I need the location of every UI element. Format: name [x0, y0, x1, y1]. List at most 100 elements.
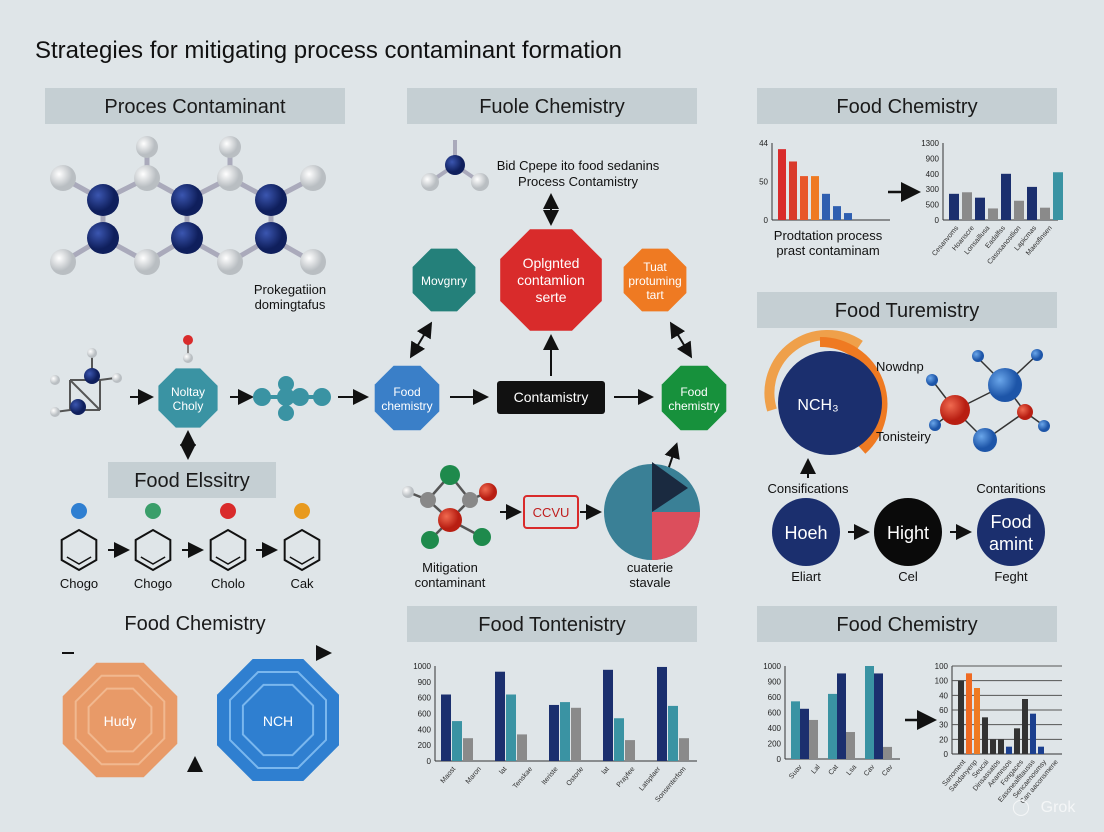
bar — [778, 149, 786, 220]
pie-caption-2: stavale — [629, 575, 670, 590]
orange-octagon-graphic: Hudy — [62, 662, 178, 778]
category-label: Iteriste — [541, 766, 560, 787]
bar — [441, 694, 451, 761]
bar — [874, 673, 883, 759]
blue-octagon-graphic: NCH — [217, 659, 339, 781]
bar — [975, 197, 985, 220]
node-label: chemistry — [668, 399, 719, 413]
movgnry-node: Movgnry — [412, 248, 476, 312]
category-label: Cat — [828, 764, 840, 777]
nch-circle: NCH₃ — [764, 330, 888, 455]
tick-label: 600 — [768, 709, 782, 718]
node-label: Movgnry — [421, 274, 467, 288]
right-molecule-icon — [926, 349, 1050, 452]
section-header-2: Fuole Chemistry — [407, 88, 697, 124]
bar — [811, 176, 819, 220]
tick-label: 900 — [768, 678, 782, 687]
node-label: protuming — [628, 274, 681, 288]
node-label: Food — [393, 385, 420, 399]
category-label: Lsa — [845, 764, 858, 777]
teal-molecule-icon — [253, 376, 331, 421]
svg-text:Food Elssitry: Food Elssitry — [134, 470, 250, 492]
tick-label: 60 — [939, 706, 948, 715]
bar — [560, 702, 570, 761]
bar — [974, 688, 980, 754]
circle-label: Food — [990, 512, 1031, 532]
benzene-ring: Cholo — [209, 503, 247, 591]
bar — [1040, 207, 1050, 220]
tick-label: 1300 — [921, 139, 939, 148]
tonisteiry-label: Tonisteiry — [876, 429, 931, 444]
benzene-ring: Chogo — [134, 503, 172, 591]
ring-label: Chogo — [134, 576, 172, 591]
grok-watermark: Grok — [1041, 799, 1077, 816]
bar — [463, 738, 473, 761]
ccvu-box: CCVU — [523, 495, 579, 529]
bar — [668, 705, 678, 761]
tick-label: 900 — [926, 154, 940, 163]
bar — [657, 666, 667, 761]
bar — [962, 192, 972, 220]
bar-chart-c5: 020306040100100SanomentSandanyenpSeucaiD… — [935, 662, 1062, 805]
tick-label: 44 — [759, 139, 768, 148]
category-label: Ostorle — [565, 766, 585, 788]
tick-label: 100 — [935, 662, 949, 671]
bar — [833, 206, 841, 220]
node-label: Noltay — [171, 385, 205, 399]
nowdnp-label: Nowdnp — [876, 359, 924, 374]
svg-text:Proces Contaminant: Proces Contaminant — [104, 96, 286, 118]
mitigation-caption-1: Mitigation — [422, 560, 478, 575]
red-atom-icon — [183, 335, 193, 363]
pie-caption-1: cuaterie — [627, 560, 673, 575]
tick-label: 100 — [935, 677, 949, 686]
svg-text:CCVU: CCVU — [533, 505, 570, 520]
category-label: Latsplaer — [638, 765, 662, 792]
circle-label: Hoeh — [784, 523, 827, 543]
tick-label: 0 — [777, 755, 782, 764]
bar — [1014, 728, 1020, 754]
tick-label: 200 — [768, 740, 782, 749]
category-label: Maost — [440, 766, 458, 785]
bar — [800, 708, 809, 759]
bar — [990, 739, 996, 754]
page-title: Strategies for mitigating process contam… — [35, 37, 622, 64]
center-caption-2: Process Contamistry — [518, 174, 638, 189]
molecule-illustration — [50, 136, 326, 275]
section-header-5: Food Tontenistry — [407, 606, 697, 642]
svg-text:Food Chemistry: Food Chemistry — [836, 96, 977, 118]
bar — [988, 208, 998, 220]
bar — [495, 671, 505, 761]
category-label: Suav — [788, 763, 804, 780]
category-label: Tenskae — [512, 766, 534, 791]
node-label: Oplgnted — [523, 255, 580, 271]
svg-text:NCH: NCH — [263, 713, 293, 729]
node-label: tart — [646, 288, 664, 302]
bar — [1027, 186, 1037, 220]
bar — [837, 673, 846, 759]
category-label: Maron — [465, 766, 483, 786]
bar — [1030, 713, 1036, 754]
bar — [828, 693, 837, 759]
svg-text:Food Turemistry: Food Turemistry — [835, 300, 979, 322]
bar — [800, 176, 808, 220]
circle-label: Hight — [887, 523, 929, 543]
bar — [679, 738, 689, 761]
chart-caption: prast contaminam — [776, 243, 879, 258]
category-label: Lal — [810, 763, 822, 775]
tick-label: 400 — [926, 170, 940, 179]
pie-graphic — [604, 462, 700, 560]
molecule-caption-2: domingtafus — [255, 297, 326, 312]
contaritions-label: Contaritions — [976, 481, 1046, 496]
benzene-ring: Chogo — [60, 503, 98, 591]
bar — [517, 734, 527, 761]
tick-label: 600 — [418, 694, 432, 703]
tick-label: 200 — [418, 741, 432, 750]
tick-label: 0 — [764, 216, 769, 225]
node-label: chemistry — [381, 399, 432, 413]
circle-caption: Feght — [994, 569, 1028, 584]
